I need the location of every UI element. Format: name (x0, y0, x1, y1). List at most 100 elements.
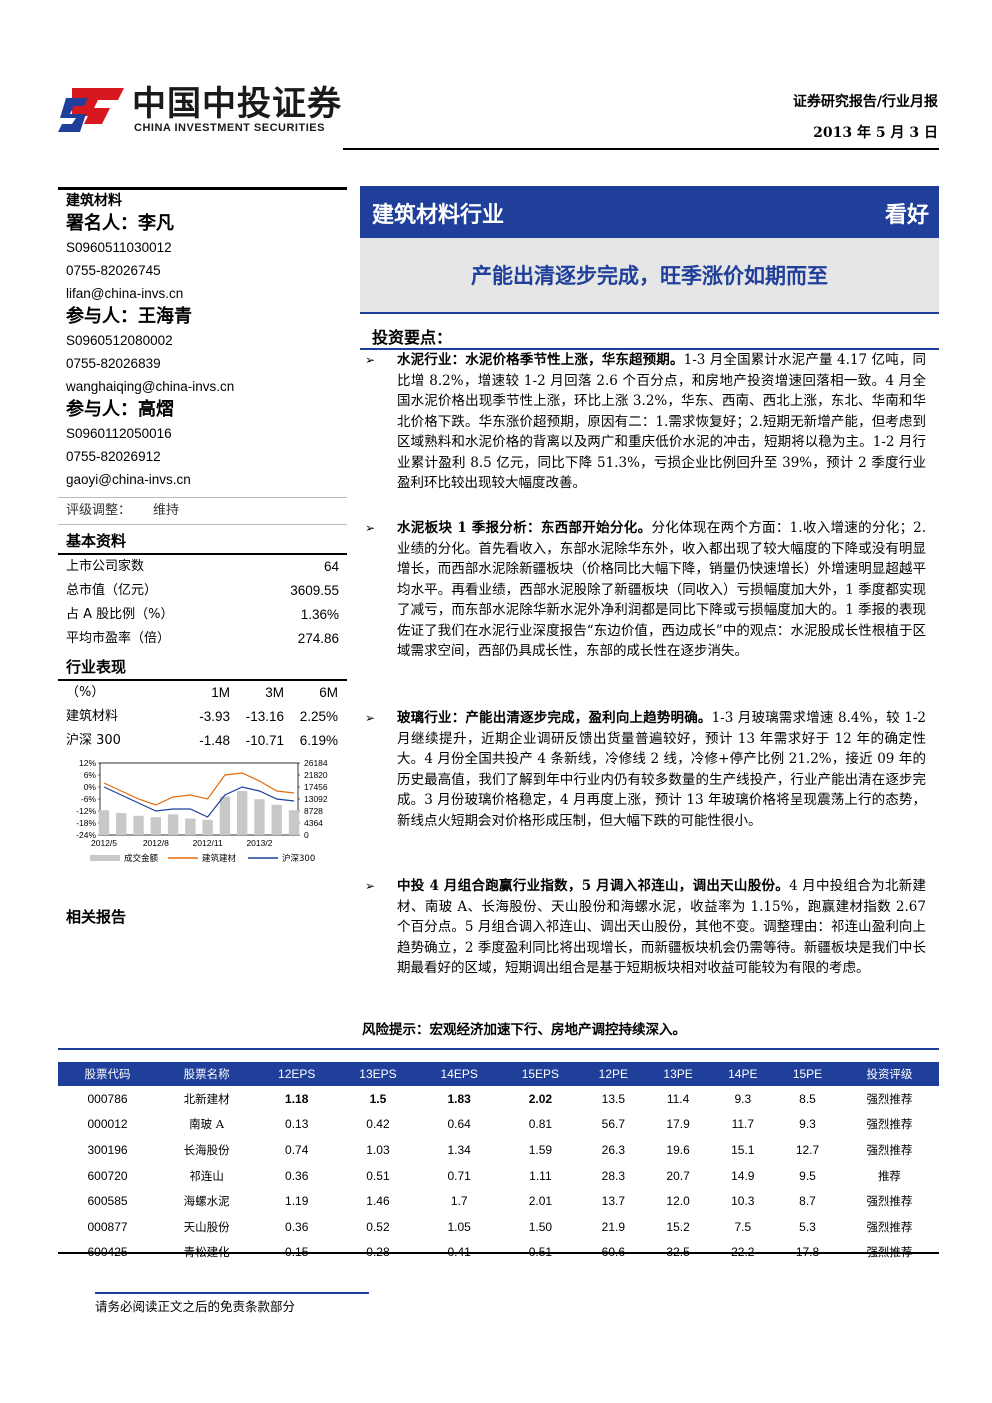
basics-key: 占 A 股比例（%） (66, 607, 174, 622)
table-header-cell: 13PE (645, 1062, 711, 1086)
perf-header-cell: 3M (265, 685, 284, 700)
table-cell: 600585 (87, 1194, 128, 1209)
author-email[interactable]: wanghaiqing@china-invs.cn (66, 379, 235, 394)
company-logo-icon (58, 88, 124, 132)
table-cell: 9.3 (799, 1117, 816, 1132)
performance-row: 建筑材料 -3.93 -13.16 2.25% (58, 705, 347, 729)
author-phone: 0755-82026839 (66, 356, 161, 371)
basics-row: 占 A 股比例（%）1.36% (58, 603, 347, 627)
bullet-arrow-icon: ➢ (365, 521, 376, 535)
table-cell: 19.6 (666, 1142, 690, 1157)
table-cell: 5.3 (799, 1219, 816, 1234)
table-cell: 推荐 (877, 1168, 901, 1183)
report-date: 2013 年 5 月 3 日 (813, 125, 938, 141)
volume-bar (167, 814, 179, 835)
disclaimer-note: 请务必阅读正文之后的免责条款部分 (95, 1299, 296, 1314)
rating-adjustment: 评级调整：维持 (58, 497, 347, 525)
table-cell: 11.4 (666, 1091, 690, 1106)
performance-header: （%） 1M 3M 6M (58, 681, 347, 705)
table-cell: 1.03 (366, 1142, 390, 1157)
table-cell: 12.0 (666, 1194, 690, 1209)
perf-cell: 6.19% (299, 733, 338, 748)
author-license: S0960511030012 (66, 240, 172, 255)
basics-value: 274.86 (297, 631, 339, 646)
table-cell: 26.3 (601, 1142, 626, 1157)
y-left-tick-label: 6% (84, 770, 97, 780)
volume-bar (98, 810, 110, 835)
table-cell: 北新建材 (183, 1091, 230, 1106)
table-cell: 000877 (87, 1219, 128, 1234)
table-cell: 强烈推荐 (866, 1142, 913, 1157)
key-point-text: 1-3 月全国累计水泥产量 4.17 亿吨，同比增 8.2%，增速较 1-2 月… (397, 352, 927, 491)
y-right-tick-label: 8728 (304, 806, 323, 816)
y-right-tick-label: 26184 (304, 758, 328, 768)
sidebar: 建筑材料 署名人：李凡 S0960511030012 0755-82026745… (58, 187, 347, 1047)
volume-bar (116, 813, 127, 835)
perf-cell: 2.25% (299, 709, 338, 724)
perf-cell: 沪深 300 (66, 733, 121, 748)
table-cell: 0.74 (285, 1142, 309, 1157)
performance-table: （%） 1M 3M 6M 建筑材料 -3.93 -13.16 2.25% 沪深 … (58, 681, 347, 753)
key-point: ➢ 水泥板块 1 季报分析：东西部开始分化。分化体现在两个方面：1.收入增速的分… (365, 518, 926, 662)
basics-title: 基本资料 (58, 529, 347, 555)
key-points-title: 投资要点： (372, 328, 453, 347)
stock-forecast-table: 股票代码 股票名称 12EPS 13EPS 14EPS 15EPS 12PE 1… (58, 1062, 939, 1265)
author-phone: 0755-82026912 (66, 449, 161, 464)
key-point-lead: 中投 4 月组合跑赢行业指数，5 月调入祁连山，调出天山股份。 (397, 878, 790, 894)
key-points-divider (360, 348, 939, 350)
bullet-arrow-icon: ➢ (365, 353, 376, 367)
y-right-tick-label: 21820 (304, 770, 328, 780)
rating-label: 评级调整： (66, 503, 132, 518)
table-cell: 1.11 (529, 1168, 552, 1183)
perf-header-cell: 1M (211, 685, 230, 700)
table-cell: 14.9 (731, 1168, 755, 1183)
author-license: S0960512080002 (66, 333, 173, 348)
author-email[interactable]: gaoyi@china-invs.cn (66, 472, 191, 487)
table-header-cell: 15PE (775, 1062, 840, 1086)
table-cell: 1.83 (447, 1091, 471, 1106)
headline-box: 产能出清逐步完成，旺季涨价如期而至 (360, 238, 939, 314)
table-cell: 1.46 (366, 1194, 390, 1209)
table-cell: 12.7 (795, 1142, 820, 1157)
table-cell: 13.5 (601, 1091, 626, 1106)
y-right-tick-label: 17456 (304, 782, 328, 792)
y-left-tick-label: 12% (79, 758, 96, 768)
sector-label: 建筑材料 (58, 187, 347, 212)
basics-key: 总市值（亿元） (66, 583, 158, 598)
x-tick-label: 2013/2 (246, 838, 272, 848)
y-right-tick-label: 13092 (304, 794, 328, 804)
table-cell: 9.3 (734, 1091, 752, 1106)
industry-title: 建筑材料行业 (372, 202, 505, 228)
table-cell: 0.64 (447, 1117, 471, 1132)
table-cell: 0.13 (285, 1117, 309, 1132)
industry-title-bar: 建筑材料行业 看好 (360, 186, 939, 238)
table-cell: 0.71 (447, 1168, 471, 1183)
legend-swatch (90, 855, 120, 861)
key-point-text: 分化体现在两个方面：1.收入增速的分化；2.业绩的分化。首先看收入，东部水泥除华… (397, 520, 927, 659)
related-reports-title: 相关报告 (66, 908, 127, 926)
y-left-tick-label: -24% (76, 830, 96, 840)
performance-chart-svg: 12%6%0%-6%-12%-18%-24%261842182017456130… (76, 758, 328, 864)
footer-divider (95, 1292, 369, 1294)
y-left-tick-label: -18% (76, 818, 96, 828)
table-cell: 1.50 (528, 1219, 553, 1234)
table-cell: 300196 (87, 1142, 128, 1157)
key-point-lead: 玻璃行业：产能出清逐步完成，盈利向上趋势明确。 (397, 710, 712, 726)
x-tick-label: 2012/5 (91, 838, 117, 848)
table-header-cell: 12PE (581, 1062, 646, 1086)
table-cell: 1.19 (285, 1194, 309, 1209)
volume-bar (150, 817, 161, 835)
performance-row: 沪深 300 -1.48 -10.71 6.19% (58, 729, 347, 753)
author-email[interactable]: lifan@china-invs.cn (66, 286, 184, 301)
table-cell: 8.5 (799, 1091, 816, 1106)
table-cell: 0.36 (285, 1168, 309, 1183)
table-cell: 1.05 (447, 1219, 471, 1234)
volume-bar (219, 796, 231, 835)
table-cell: 强烈推荐 (866, 1219, 913, 1234)
basics-value: 3609.55 (290, 583, 339, 598)
table-cell: 20.7 (666, 1168, 690, 1183)
basics-row: 平均市盈率（倍）274.86 (58, 627, 347, 651)
table-header-cell: 股票名称 (157, 1062, 257, 1086)
